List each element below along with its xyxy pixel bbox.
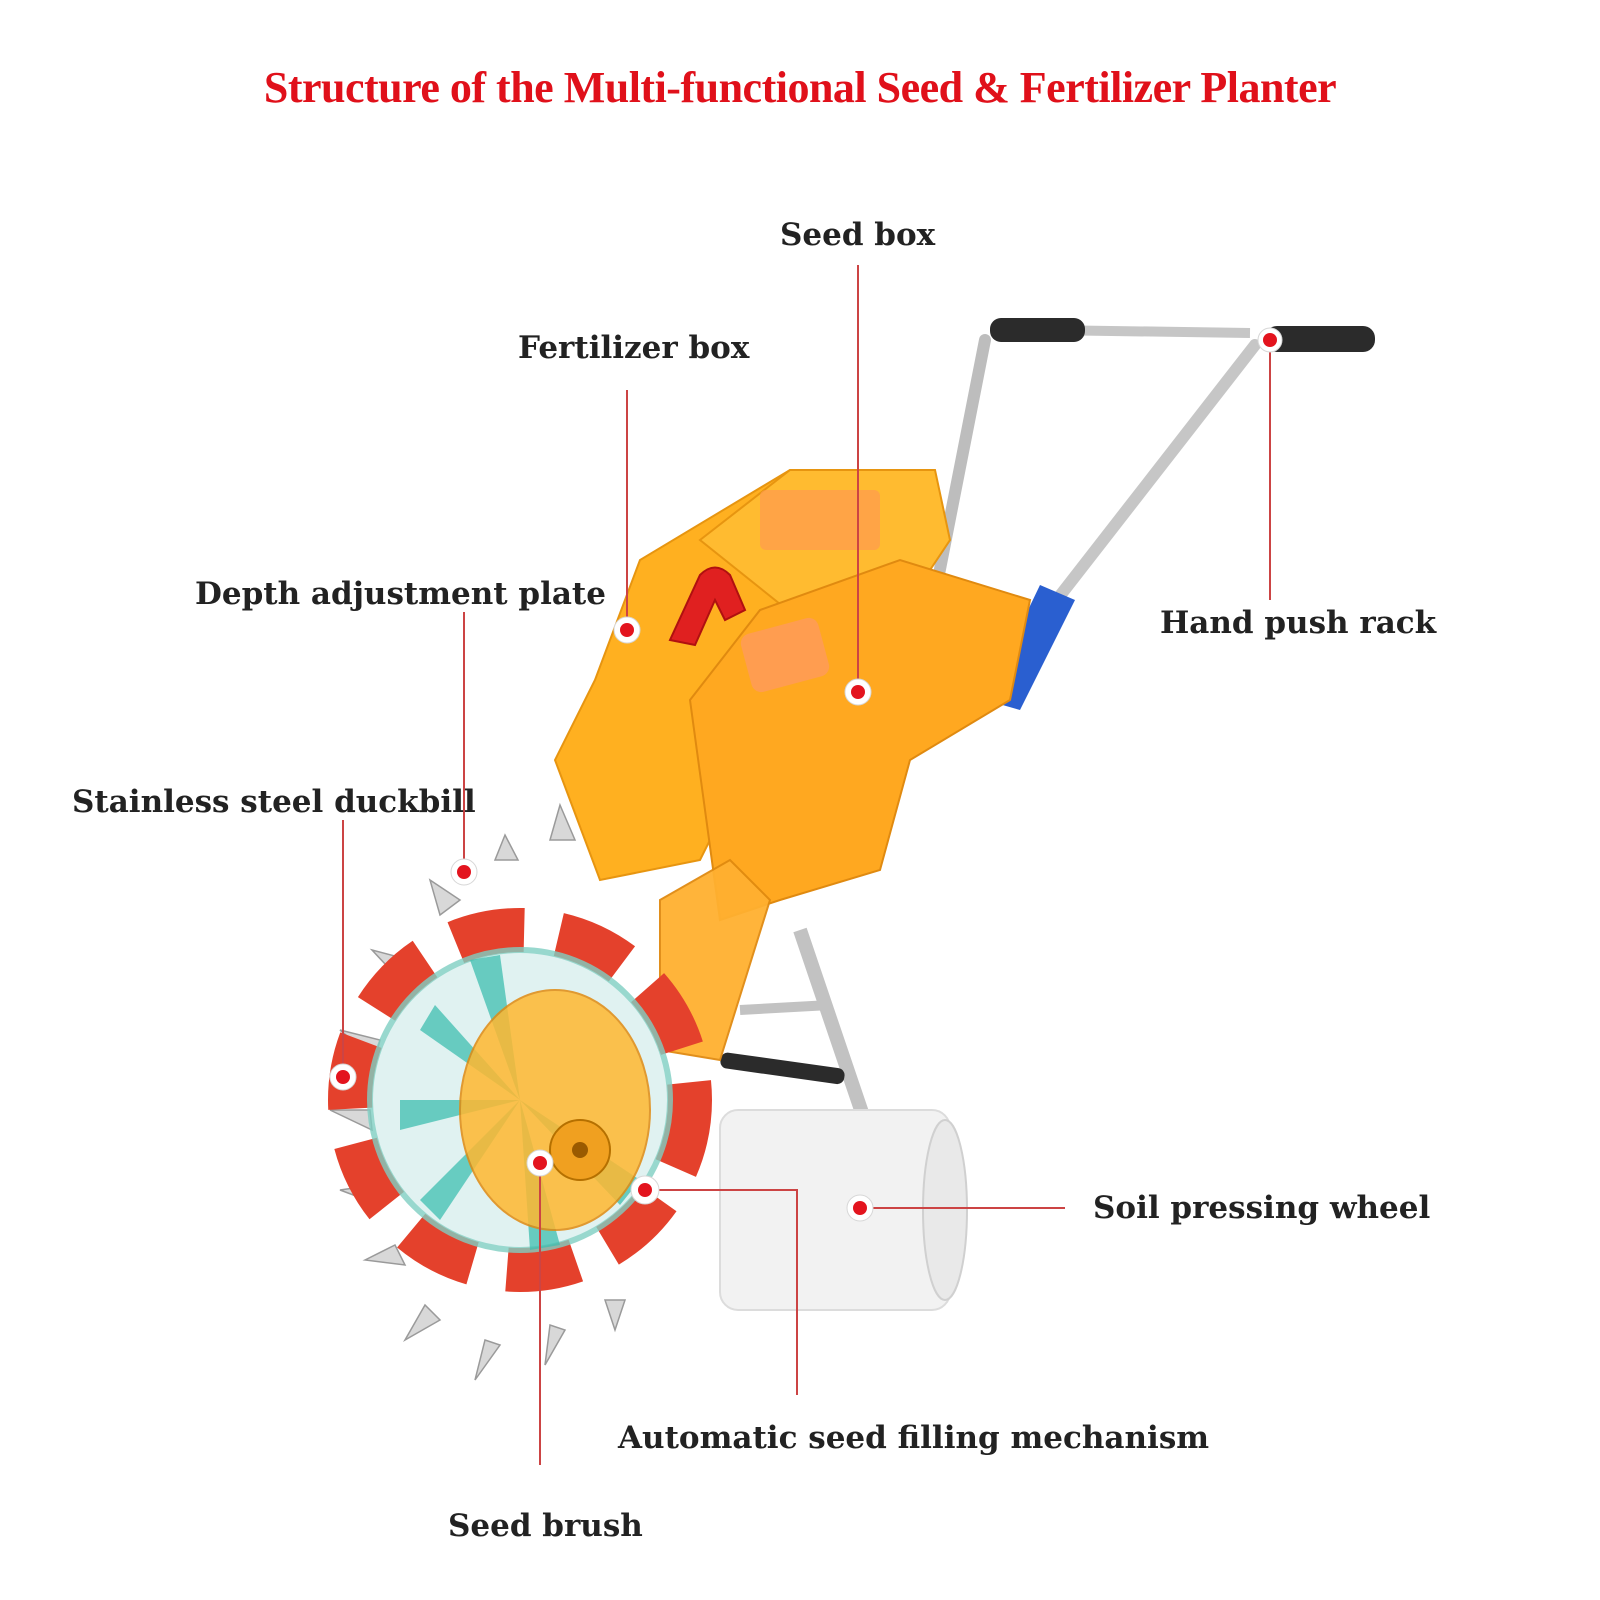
planter-body xyxy=(553,469,1032,1062)
label-fertilizer-box: Fertilizer box xyxy=(518,330,750,366)
marker-depth-adjustment-plate xyxy=(450,858,478,886)
callout-markers xyxy=(329,327,1283,1222)
label-automatic-seed-filling: Automatic seed filling mechanism xyxy=(618,1420,1210,1456)
marker-automatic-seed-filling xyxy=(630,1175,660,1205)
label-stainless-steel-duckbill: Stainless steel duckbill xyxy=(72,784,476,820)
marker-seed-box xyxy=(844,678,872,706)
marker-seed-brush xyxy=(526,1149,554,1177)
label-depth-adjustment-plate: Depth adjustment plate xyxy=(195,576,606,612)
marker-hand-push-rack xyxy=(1257,327,1283,353)
soil-pressing-wheel-drum xyxy=(719,1109,968,1311)
right-handle-grip xyxy=(1265,326,1375,352)
carry-handle xyxy=(668,566,747,647)
marker-fertilizer-box xyxy=(613,616,641,644)
marker-stainless-steel-duckbill xyxy=(329,1063,357,1091)
leader-lines xyxy=(342,265,1271,1465)
diagram-title: Structure of the Multi-functional Seed &… xyxy=(263,63,1337,112)
planting-wheel xyxy=(328,802,712,1381)
label-hand-push-rack: Hand push rack xyxy=(1160,605,1437,641)
marker-soil-pressing-wheel xyxy=(846,1194,874,1222)
label-seed-box: Seed box xyxy=(780,217,936,253)
label-seed-brush: Seed brush xyxy=(448,1508,643,1544)
left-handle-grip xyxy=(990,318,1085,342)
label-soil-pressing-wheel: Soil pressing wheel xyxy=(1093,1190,1431,1226)
